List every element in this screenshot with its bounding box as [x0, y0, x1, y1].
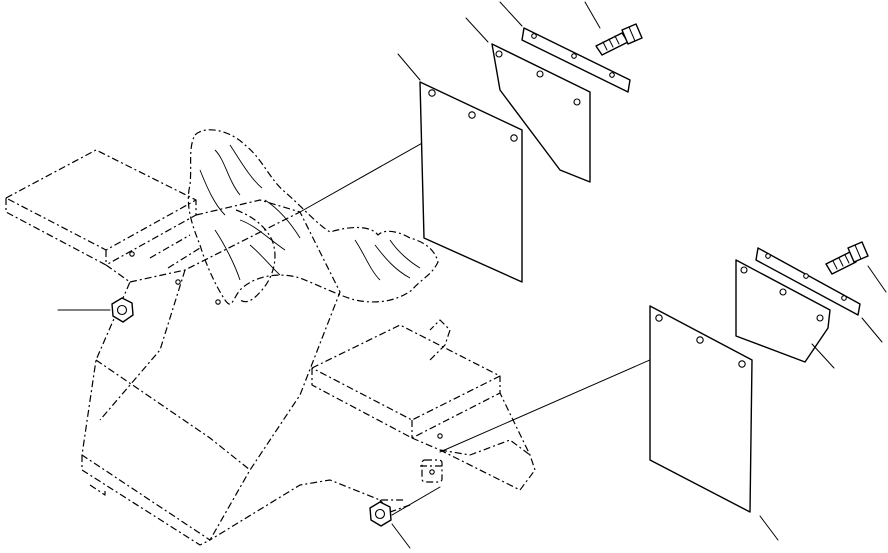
- callout-leaders: [57, 1, 887, 549]
- frame-hole: [215, 299, 221, 305]
- fender-frame: [5, 129, 536, 546]
- frame-hole: [175, 279, 181, 285]
- alignment-line-nut: [391, 486, 441, 516]
- bolt-right: [825, 241, 869, 275]
- frame-hole: [437, 433, 443, 439]
- nut-left: [111, 297, 134, 323]
- leader-line: [759, 515, 779, 541]
- frame-hole: [129, 251, 135, 257]
- retainer-strip-right: [755, 247, 861, 316]
- retainer-strip-left: [521, 27, 631, 93]
- leader-line: [465, 17, 489, 43]
- frame-hole: [429, 469, 435, 475]
- mud-flap-right: [649, 305, 753, 513]
- bracket-plate-left: [491, 43, 591, 183]
- bolt-left: [595, 23, 643, 56]
- seat-cushion: [187, 129, 439, 305]
- nut-right: [369, 501, 392, 527]
- leader-line: [861, 317, 883, 343]
- leader-line: [391, 523, 411, 549]
- leader-line: [867, 265, 887, 293]
- leader-line: [811, 343, 835, 369]
- center-body: [81, 199, 411, 546]
- left-step-platform: [5, 149, 197, 266]
- leader-line: [584, 1, 601, 29]
- right-step-platform: [311, 319, 536, 491]
- bracket-plate-right: [735, 259, 831, 363]
- leader-line: [397, 53, 421, 81]
- mud-flap-left: [419, 81, 523, 283]
- leader-line: [499, 1, 523, 27]
